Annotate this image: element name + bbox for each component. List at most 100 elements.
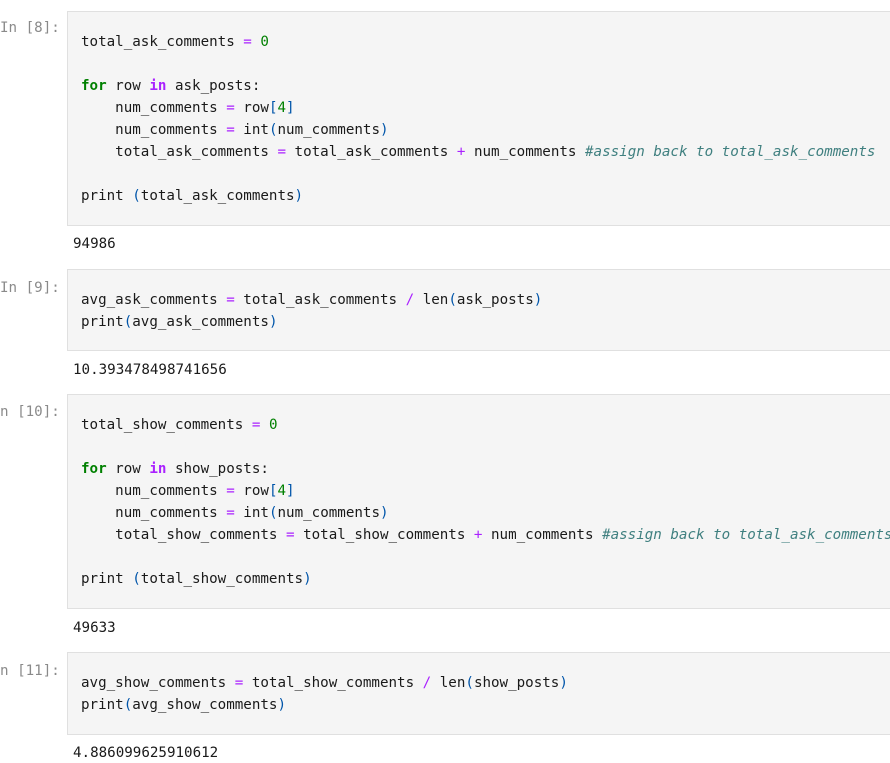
code-input[interactable]: total_show_comments = 0 for row in show_p… xyxy=(67,394,890,609)
code-token: avg_show_comments xyxy=(132,697,278,713)
code-token: row xyxy=(234,483,269,499)
code-token: total_ask_comments xyxy=(286,144,457,160)
code-token: ) xyxy=(294,188,304,204)
code-line: num_comments = row[4] xyxy=(81,481,295,501)
code-token: 4 xyxy=(277,100,287,116)
code-token: row xyxy=(106,78,150,94)
code-input[interactable]: avg_show_comments = total_show_comments … xyxy=(67,652,890,735)
code-token: = xyxy=(243,34,252,50)
code-token: ask_posts: xyxy=(166,78,261,94)
code-line: num_comments = row[4] xyxy=(81,98,295,118)
code-token: = xyxy=(226,505,235,521)
code-token: 0 xyxy=(268,417,278,433)
code-token: ] xyxy=(286,483,295,499)
code-token: ) xyxy=(559,675,568,691)
code-token: total_ask_comments xyxy=(81,34,244,50)
code-line: avg_show_comments = total_show_comments … xyxy=(81,673,568,693)
code-token: total_show_comments xyxy=(243,675,423,691)
code-token: num_comments xyxy=(81,122,227,138)
code-token: ) xyxy=(277,697,287,713)
code-token: row xyxy=(106,461,150,477)
code-token: ( xyxy=(132,188,141,204)
code-token: total_ask_comments xyxy=(81,144,278,160)
code-token: num_comments xyxy=(81,483,227,499)
code-token: total_ask_comments xyxy=(140,188,295,204)
code-token: int xyxy=(234,505,269,521)
code-token: print xyxy=(81,697,124,713)
code-token: ) xyxy=(379,505,389,521)
code-token: num_comments xyxy=(465,144,585,160)
code-token: = xyxy=(286,527,295,543)
code-token: num_comments xyxy=(482,527,603,543)
code-token: show_posts xyxy=(473,675,560,691)
code-token: ) xyxy=(379,122,389,138)
code-token: = xyxy=(251,417,261,433)
code-token: ) xyxy=(303,571,312,587)
code-line: print(avg_ask_comments) xyxy=(81,312,277,332)
code-token: total_show_comments xyxy=(140,571,304,587)
code-token: / xyxy=(422,675,432,691)
code-line: num_comments = int(num_comments) xyxy=(81,120,389,140)
cell-prompt: n [11]: xyxy=(0,663,60,679)
code-line: total_ask_comments = 0 xyxy=(81,32,269,52)
code-token: = xyxy=(277,144,287,160)
code-line: for row in show_posts: xyxy=(81,459,269,479)
cell-output: 10.393478498741656 xyxy=(73,362,227,378)
code-token: in xyxy=(149,78,167,94)
code-line: print(avg_show_comments) xyxy=(81,695,286,715)
code-token: 4 xyxy=(277,483,287,499)
code-token: = xyxy=(226,483,235,499)
code-token: ask_posts xyxy=(456,292,534,308)
code-token: [ xyxy=(268,483,278,499)
code-token: for xyxy=(81,461,107,477)
code-line: for row in ask_posts: xyxy=(81,76,260,96)
code-token: ( xyxy=(448,292,457,308)
code-token: avg_show_comments xyxy=(81,675,235,691)
code-token: ( xyxy=(132,571,141,587)
code-token: show_posts: xyxy=(166,461,269,477)
code-line: print (total_ask_comments) xyxy=(81,186,303,206)
cell-output: 49633 xyxy=(73,620,116,636)
code-line: total_show_comments = total_show_comment… xyxy=(81,525,890,545)
code-token: [ xyxy=(268,100,278,116)
code-token: num_comments xyxy=(81,505,227,521)
code-token: = xyxy=(226,292,235,308)
code-line: print (total_show_comments) xyxy=(81,569,312,589)
code-token xyxy=(260,417,269,433)
cell-output: 94986 xyxy=(73,236,116,252)
code-token: #assign back to total_ask_comments xyxy=(602,527,890,543)
code-line: total_ask_comments = total_ask_comments … xyxy=(81,142,875,162)
code-token: total_ask_comments xyxy=(234,292,406,308)
cell-prompt: In [8]: xyxy=(0,20,60,36)
code-token: + xyxy=(473,527,483,543)
code-token: print xyxy=(81,188,133,204)
cell-prompt: In [9]: xyxy=(0,280,60,296)
code-token: = xyxy=(226,100,235,116)
code-input[interactable]: total_ask_comments = 0 for row in ask_pos… xyxy=(67,11,890,226)
code-line: avg_ask_comments = total_ask_comments / … xyxy=(81,290,542,310)
code-line: total_show_comments = 0 xyxy=(81,415,277,435)
code-token: total_show_comments xyxy=(81,527,286,543)
code-token: = xyxy=(226,122,235,138)
code-token: 0 xyxy=(260,34,269,50)
code-token: print xyxy=(81,571,133,587)
code-token: num_comments xyxy=(81,100,227,116)
code-line: num_comments = int(num_comments) xyxy=(81,503,389,523)
code-token: print xyxy=(81,314,124,330)
code-token: ( xyxy=(268,122,278,138)
code-token: num_comments xyxy=(277,122,380,138)
code-token: for xyxy=(81,78,107,94)
code-input[interactable]: avg_ask_comments = total_ask_comments / … xyxy=(67,269,890,351)
code-token: ( xyxy=(123,314,133,330)
code-token: row xyxy=(234,100,269,116)
code-token: / xyxy=(405,292,415,308)
code-token: ( xyxy=(268,505,278,521)
cell-prompt: n [10]: xyxy=(0,404,60,420)
code-token: = xyxy=(234,675,244,691)
code-token: in xyxy=(149,461,167,477)
code-token: #assign back to total_ask_comments xyxy=(585,144,876,160)
code-token: avg_ask_comments xyxy=(81,292,227,308)
cell-output: 4.886099625910612 xyxy=(73,745,219,761)
code-token: ] xyxy=(286,100,295,116)
code-token: int xyxy=(234,122,269,138)
